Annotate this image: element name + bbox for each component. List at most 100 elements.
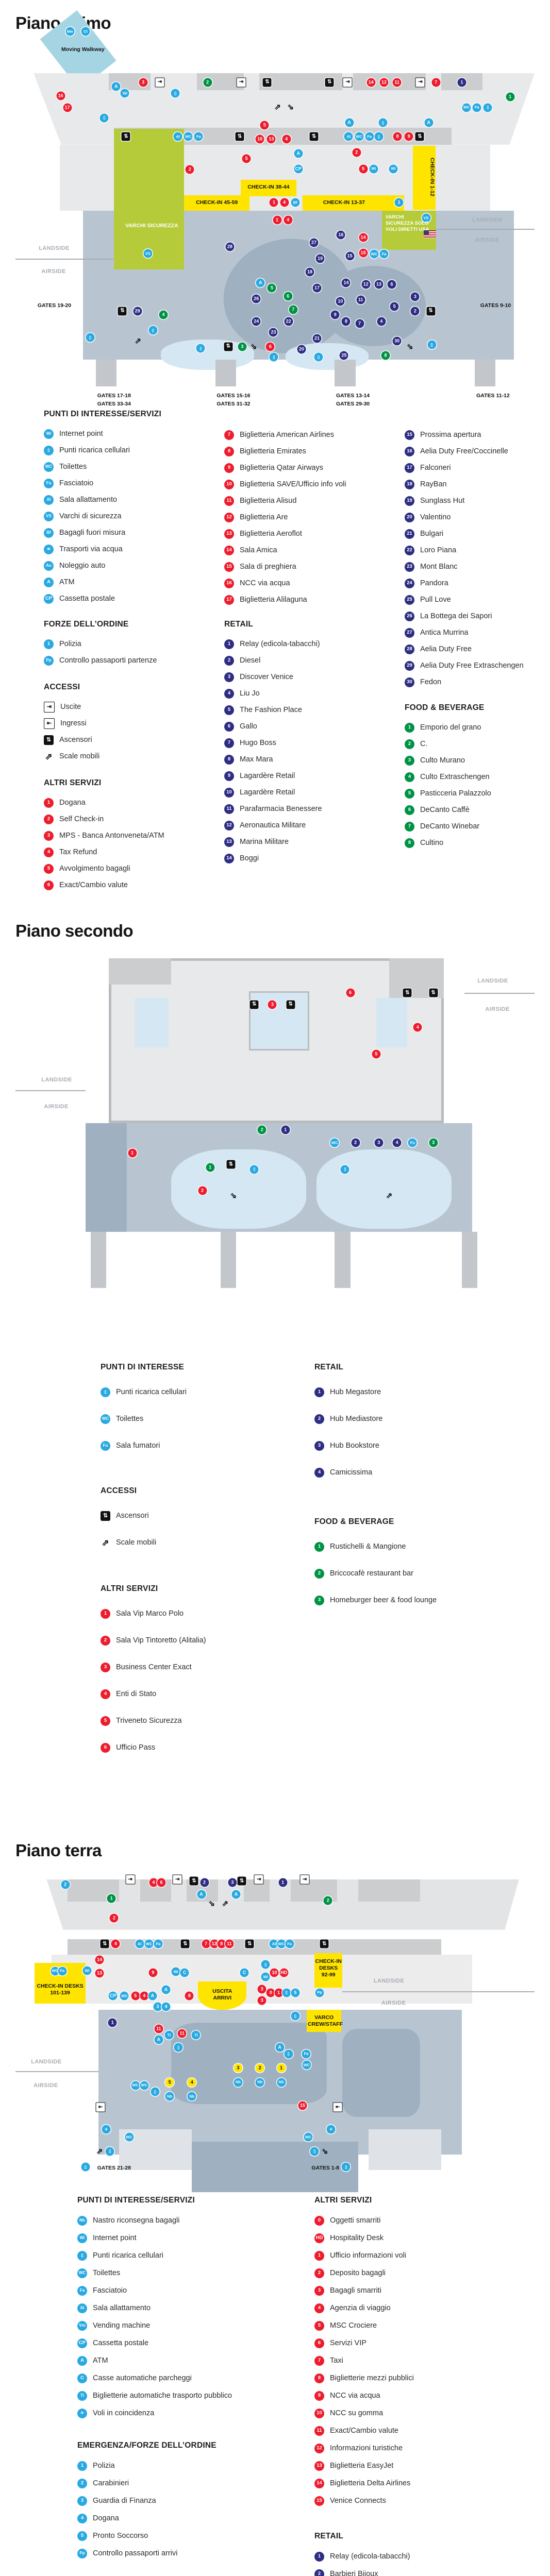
map-marker: 18 bbox=[305, 267, 314, 277]
charge-icon: ▯ bbox=[81, 2162, 90, 2172]
legend-item: 1 Relay (edicola-tabacchi) bbox=[314, 2548, 492, 2565]
exit-icon: ⇥ bbox=[236, 77, 246, 88]
legend-item: 22 Loro Piana bbox=[405, 542, 550, 558]
map-marker: 3 bbox=[228, 1878, 237, 1887]
badge: 0 bbox=[314, 2215, 324, 2226]
ticket-machine-icon: Ti bbox=[191, 2030, 201, 2040]
badge: 26 bbox=[405, 611, 414, 621]
legend-item: 5 Triveneto Sicurezza bbox=[101, 1707, 278, 1734]
badge: 8 bbox=[224, 754, 234, 765]
map-marker: 8 bbox=[381, 351, 390, 360]
map-marker: 3 bbox=[268, 1000, 277, 1009]
legend-item: 7 DeCanto Winebar bbox=[405, 818, 550, 835]
elevator-icon: ⇅ bbox=[189, 1876, 198, 1886]
wifi-icon: Wi bbox=[77, 2233, 87, 2243]
legend-item: 17 Biglietteria Alilaguna bbox=[224, 591, 402, 608]
map-marker: 27 bbox=[309, 238, 319, 247]
badge: 12 bbox=[314, 2443, 324, 2453]
map-marker: 5 bbox=[372, 1049, 381, 1059]
map-marker: 16 bbox=[56, 91, 65, 100]
badge: 7 bbox=[224, 430, 234, 440]
legend-item: 6 DeCanto Caffè bbox=[405, 802, 550, 818]
exit-icon: ⇥ bbox=[172, 1874, 182, 1885]
legend-title: RETAIL bbox=[314, 1363, 344, 1371]
elevator-icon: ⇅ bbox=[245, 1939, 254, 1948]
legend-item: Al Sala allattamento bbox=[77, 2299, 255, 2317]
badge: 10 bbox=[224, 787, 234, 798]
toilets-icon: WC bbox=[302, 2060, 311, 2070]
elevator-icon: ⇅ bbox=[286, 1000, 295, 1009]
exit-icon: ⇥ bbox=[342, 77, 353, 88]
badge: 11 bbox=[224, 804, 234, 814]
map-marker: 12 bbox=[379, 78, 389, 87]
pier bbox=[462, 1232, 478, 1288]
legend-item: 16 NCC via acqua bbox=[224, 575, 402, 591]
map-marker: 11 bbox=[177, 2029, 187, 2038]
legend-item: 8 Cultino bbox=[405, 835, 550, 851]
badge: 2 bbox=[101, 1635, 110, 1646]
legend-item: 17 Falconeri bbox=[405, 460, 550, 476]
legend-poi-secondo: PUNTI DI INTERESSE ▯ Punti ricarica cell… bbox=[101, 1363, 278, 1459]
map-marker: 2 bbox=[352, 148, 361, 157]
toilets-icon: WC bbox=[184, 132, 193, 141]
oversize-baggage-icon: Bf bbox=[44, 528, 54, 538]
charge-icon: ▯ bbox=[261, 1960, 270, 1969]
elevator-icon: ⇅ bbox=[180, 1939, 190, 1948]
badge: 13 bbox=[314, 2461, 324, 2471]
legend-item: 6 Gallo bbox=[224, 718, 402, 735]
legend-item: A ATM bbox=[44, 574, 222, 590]
nursing-icon: Al bbox=[269, 1939, 278, 1948]
legend-item: ▯ Punti ricarica cellulari bbox=[77, 2247, 255, 2264]
landside-label: LANDSIDE bbox=[477, 978, 508, 985]
legend-item: 10 Lagardère Retail bbox=[224, 784, 402, 801]
legend-fb-primo: FOOD & BEVERAGE 1 Emporio del grano 2 C.… bbox=[405, 703, 550, 851]
legend-item: 4 Agenzia di viaggio bbox=[314, 2299, 492, 2317]
legend-item: 13 Biglietteria EasyJet bbox=[314, 2457, 492, 2475]
charge-icon: ▯ bbox=[77, 2250, 87, 2261]
elevator-icon: ⇅ bbox=[100, 1939, 109, 1948]
escalator-icon: ⇗ bbox=[386, 1191, 393, 1200]
badge: 1 bbox=[314, 1387, 324, 1397]
badge: 12 bbox=[224, 512, 234, 522]
map-marker: 1 bbox=[206, 1163, 215, 1172]
charge-icon: ▯ bbox=[374, 132, 384, 141]
hall-inset bbox=[376, 997, 408, 1047]
map-piano-secondo: LANDSIDE AIRSIDE LANDSIDE AIRSIDE ⇅ 3 ⇅ bbox=[15, 958, 535, 1288]
elevator-icon: ⇅ bbox=[325, 78, 334, 87]
charge-icon: ▯ bbox=[148, 326, 158, 335]
ticket-machine-icon: Ti bbox=[77, 2391, 87, 2401]
baby-icon: Fa bbox=[154, 1939, 163, 1948]
legend-item: Pp Controllo passaporti partenze bbox=[44, 652, 222, 669]
security-icon: VS bbox=[143, 249, 153, 258]
legend-item: 15 Prossima apertura bbox=[405, 427, 550, 443]
nursing-icon: Al bbox=[344, 132, 353, 141]
elevator-icon: ⇅ bbox=[101, 1511, 110, 1521]
toilets-icon: WC bbox=[51, 1967, 60, 1976]
charge-icon: ▯ bbox=[314, 352, 323, 362]
badge: 5 bbox=[44, 863, 54, 874]
badge: 8 bbox=[405, 838, 414, 848]
badge: 14 bbox=[314, 2478, 324, 2488]
usa-flag-icon bbox=[423, 230, 436, 239]
floor-title-terra: Piano terra bbox=[15, 1841, 102, 1860]
legend-item: 18 RayBan bbox=[405, 476, 550, 493]
badge: 3 bbox=[314, 2285, 324, 2296]
passport-icon: Pp bbox=[77, 2548, 87, 2558]
legend-item: 25 Pull Love bbox=[405, 591, 550, 608]
parking-pay-icon: C bbox=[240, 1968, 249, 1977]
legend-item: WC Toilettes bbox=[44, 459, 222, 475]
exit-icon: ⇥ bbox=[125, 1874, 136, 1885]
legend-title: EMERGENZA/FORZE DELL’ORDINE bbox=[77, 2441, 216, 2450]
badge: 1 bbox=[314, 2250, 324, 2261]
badge: 2 bbox=[314, 1568, 324, 1579]
elevator-icon: ⇅ bbox=[403, 988, 412, 997]
badge: 13 bbox=[224, 837, 234, 847]
atm-icon: A bbox=[231, 1890, 241, 1899]
legend-item: 9 Lagardère Retail bbox=[224, 768, 402, 784]
elevator-icon: ⇅ bbox=[118, 307, 127, 316]
map-marker: 3 bbox=[238, 342, 247, 351]
legend-title: PUNTI DI INTERESSE/SERVIZI bbox=[44, 410, 161, 418]
legend-item: 6 Exact/Cambio valute bbox=[44, 877, 222, 893]
map-marker: 9 bbox=[404, 132, 413, 141]
